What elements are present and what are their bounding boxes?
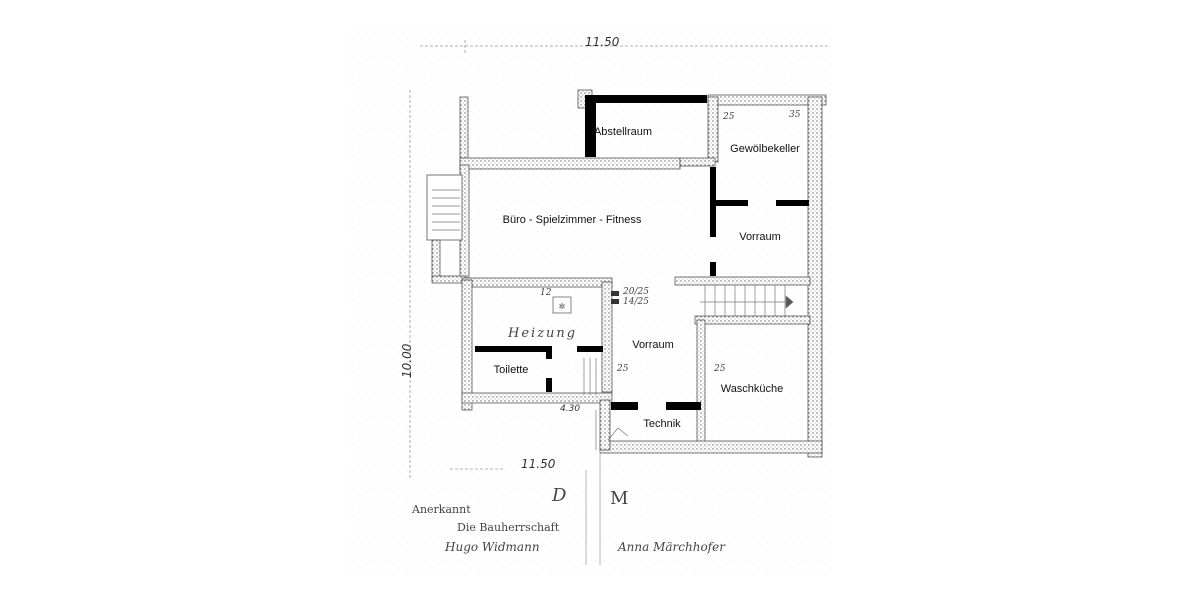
approval-stamp-line1: Anerkannt bbox=[412, 503, 471, 516]
annotation-wall-35: 35 bbox=[789, 110, 801, 120]
room-label-vorraum-upper: Vorraum bbox=[739, 231, 781, 243]
staircase-left bbox=[432, 189, 460, 231]
heating-unit: ✲ bbox=[552, 296, 572, 314]
new-walls bbox=[475, 95, 809, 410]
room-label-technik: Technik bbox=[643, 418, 681, 430]
existing-walls bbox=[426, 89, 827, 458]
annotation-heizung: Heizung bbox=[508, 326, 578, 341]
signature-owner-1: Hugo Widmann bbox=[445, 540, 540, 554]
dimension-lines bbox=[409, 40, 830, 480]
annotation-chimney-2: 14/25 bbox=[623, 297, 649, 307]
staircase-right bbox=[700, 285, 794, 316]
annotation-chimney-1: 20/25 bbox=[623, 287, 649, 297]
signature-owner-2: Anna Märchhofer bbox=[618, 540, 725, 554]
chimney-symbols bbox=[611, 291, 619, 304]
dimension-bottom-width: 11.50 bbox=[521, 457, 556, 471]
annotation-wall-12: 12 bbox=[540, 288, 552, 298]
approval-stamp-line2: Die Bauherrschaft bbox=[457, 521, 560, 534]
staircase-lower bbox=[583, 358, 629, 565]
room-label-toilette: Toilette bbox=[493, 364, 529, 376]
room-label-gewoelbekeller: Gewölbekeller bbox=[730, 143, 800, 155]
dimension-height: 10.00 bbox=[400, 343, 414, 378]
room-label-vorraum-lower: Vorraum bbox=[632, 339, 674, 351]
room-label-buero-spielzimmer-fitness: Büro - Spielzimmer - Fitness bbox=[502, 214, 642, 226]
room-label-waschkueche: Waschküche bbox=[720, 383, 784, 395]
annotation-wall-25-a: 25 bbox=[617, 364, 629, 374]
dimension-stair-width: 4.30 bbox=[560, 404, 581, 414]
dimension-top-width: 11.50 bbox=[585, 35, 620, 49]
annotation-wall-25-b: 25 bbox=[714, 364, 726, 374]
annotation-wall-25-c: 25 bbox=[723, 112, 735, 122]
annotation-d-mark: D bbox=[552, 485, 569, 506]
svg-text:✲: ✲ bbox=[559, 302, 566, 311]
annotation-m-mark: M bbox=[610, 488, 631, 509]
room-label-abstellraum: Abstellraum bbox=[593, 126, 653, 138]
